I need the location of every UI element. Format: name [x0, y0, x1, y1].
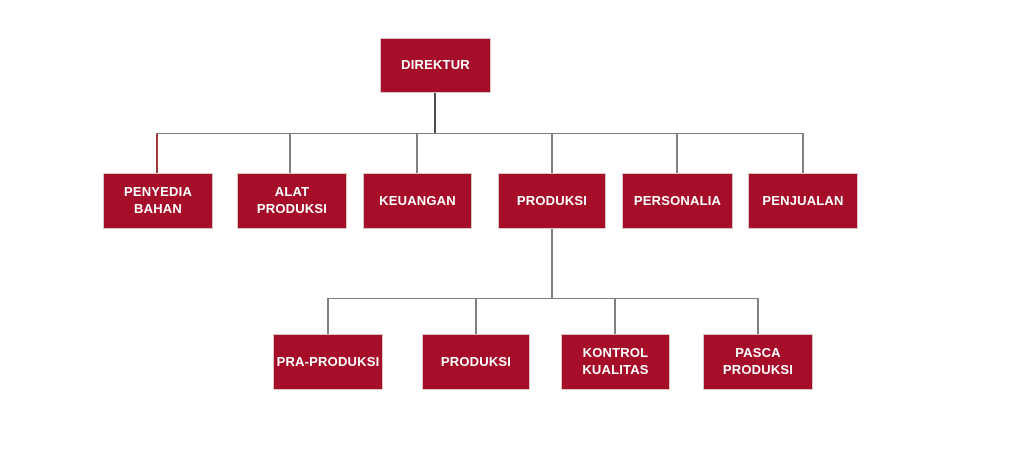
org-node-produksi-sub: PRODUKSI: [422, 334, 530, 390]
connector-level2-rail: [156, 133, 804, 134]
connector-produksi-stem: [551, 229, 553, 299]
connector-level3-rail: [327, 298, 759, 299]
connector-drop-personalia: [676, 134, 678, 173]
org-node-produksi: PRODUKSI: [498, 173, 606, 229]
connector-drop-kontrol-kualitas: [614, 299, 616, 334]
org-node-alat-produksi: ALAT PRODUKSI: [237, 173, 347, 229]
org-node-penyedia-bahan: PENYEDIA BAHAN: [103, 173, 213, 229]
org-node-pasca-produksi: PASCA PRODUKSI: [703, 334, 813, 390]
org-node-personalia: PERSONALIA: [622, 173, 733, 229]
org-node-kontrol-kualitas: KONTROL KUALITAS: [561, 334, 670, 390]
connector-drop-penjualan: [802, 134, 804, 173]
connector-drop-penyedia-bahan: [156, 134, 158, 173]
org-node-penjualan: PENJUALAN: [748, 173, 858, 229]
org-node-pra-produksi: PRA-PRODUKSI: [273, 334, 383, 390]
connector-drop-produksi-sub: [475, 299, 477, 334]
org-node-direktur: DIREKTUR: [380, 38, 491, 93]
connector-drop-alat-produksi: [289, 134, 291, 173]
connector-drop-pra-produksi: [327, 299, 329, 334]
connector-drop-pasca-produksi: [757, 299, 759, 334]
org-node-keuangan: KEUANGAN: [363, 173, 472, 229]
connector-drop-produksi: [551, 134, 553, 173]
connector-drop-keuangan: [416, 134, 418, 173]
connector-root-stem: [434, 93, 436, 134]
